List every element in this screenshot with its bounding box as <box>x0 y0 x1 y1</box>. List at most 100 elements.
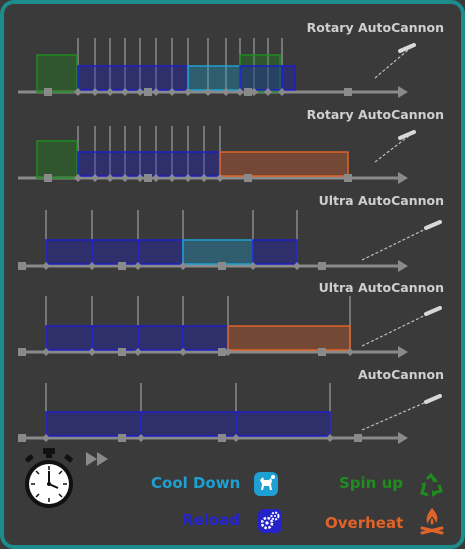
row-5-shot-diamond <box>137 434 145 442</box>
row-2-axis-square <box>144 174 152 182</box>
row-1-axis-square <box>244 88 252 96</box>
recycle-icon <box>420 473 443 497</box>
row-3-axis-square <box>218 262 226 270</box>
fast-forward-icon <box>86 452 108 466</box>
row-3-axis-arrow <box>398 260 408 272</box>
row-4-reload-segment <box>45 325 93 351</box>
row-1-reload-segment <box>77 65 189 91</box>
row-3-shot-diamond <box>134 262 142 270</box>
row-3-shot-diamond <box>88 262 96 270</box>
reload-icon <box>258 509 282 533</box>
row-1-shot-diamond <box>106 88 114 96</box>
row-2-reload-segment <box>77 151 221 177</box>
row-2-spinup-segment <box>36 140 78 179</box>
row-5-reload-segment <box>140 411 237 437</box>
row-3-axis-square <box>18 262 26 270</box>
row-1-shot-diamond <box>91 88 99 96</box>
row-1-axis-square <box>144 88 152 96</box>
row-1-shot-diamond <box>74 88 82 96</box>
legend-reload-label: Reload <box>182 511 241 529</box>
row-3-reload-segment <box>45 239 93 265</box>
row-2-axis-square <box>244 174 252 182</box>
row-1-shot-diamond <box>222 88 230 96</box>
row-4-shot-diamond <box>224 348 232 356</box>
row-5-axis-square <box>218 434 226 442</box>
row-5-axis-square <box>118 434 126 442</box>
row-1-reload-segment <box>281 65 296 91</box>
row-4-axis-arrow <box>398 346 408 358</box>
row-5-shot-diamond <box>326 434 334 442</box>
row-3-shot-diamond <box>42 262 50 270</box>
row-1-shot-diamond <box>152 88 160 96</box>
row-4-reload-segment <box>182 325 229 351</box>
row-1-axis-square <box>344 88 352 96</box>
row-5-axis-arrow <box>398 432 408 444</box>
row-4-axis-square <box>18 348 26 356</box>
row-2-cannon-icon <box>398 130 416 140</box>
row-2-shot-diamond <box>152 174 160 182</box>
row-4-axis-square <box>318 348 326 356</box>
row-3-reload-segment <box>91 239 139 265</box>
stopwatch-icon <box>25 448 73 508</box>
row-1-shot-diamond <box>121 88 129 96</box>
row-3-cannon-icon <box>424 220 442 230</box>
row-5-axis-square <box>354 434 362 442</box>
campfire-icon <box>420 508 444 535</box>
row-1-shot-diamond <box>136 88 144 96</box>
row-2-shot-diamond <box>106 174 114 182</box>
row-4-reload-segment <box>137 325 184 351</box>
row-1-cannon-barrel <box>374 44 415 79</box>
row-1-cooldown-segment <box>187 65 241 91</box>
row-2-shot-diamond <box>184 174 192 182</box>
row-5-reload-segment <box>45 411 142 437</box>
row-4-shot-diamond <box>88 348 96 356</box>
row-4-reload-segment <box>91 325 139 351</box>
row-5-shot-diamond <box>232 434 240 442</box>
row-3-shot-diamond <box>293 262 301 270</box>
row-2-shot-diamond <box>121 174 129 182</box>
row-5-shot-diamond <box>42 434 50 442</box>
cooldown-icon <box>254 472 278 496</box>
row-1-shot-diamond <box>264 88 272 96</box>
row-5-cannon-icon <box>424 394 442 404</box>
row-1-axis-arrow <box>398 86 408 98</box>
row-2-shot-diamond <box>91 174 99 182</box>
row-1-cannon-icon <box>398 43 416 53</box>
row-2-axis-arrow <box>398 172 408 184</box>
row-2-axis-square <box>344 174 352 182</box>
row-2-shot-diamond <box>200 174 208 182</box>
row-title-2: Rotary AutoCannon <box>307 107 444 122</box>
row-title-3: Ultra AutoCannon <box>319 193 444 208</box>
row-5-reload-segment <box>235 411 331 437</box>
row-3-shot-diamond <box>249 262 257 270</box>
row-4-shot-diamond <box>346 348 354 356</box>
legend-cooldown-label: Cool Down <box>151 474 241 492</box>
row-4-axis-square <box>118 348 126 356</box>
row-4-cannon-icon <box>424 306 442 316</box>
row-1-shot-diamond <box>250 88 258 96</box>
row-3-axis-square <box>118 262 126 270</box>
row-title-5: AutoCannon <box>358 367 444 382</box>
row-4-shot-diamond <box>134 348 142 356</box>
row-1-shot-diamond <box>184 88 192 96</box>
row-3-cooldown-segment <box>182 239 254 265</box>
legend-spinup-label: Spin up <box>339 474 403 492</box>
row-1-spinup-segment <box>36 54 78 93</box>
row-2-shot-diamond <box>168 174 176 182</box>
row-1-axis-square <box>44 88 52 96</box>
row-3-axis-square <box>318 262 326 270</box>
row-3-reload-segment <box>137 239 184 265</box>
row-1-shot-diamond <box>278 88 286 96</box>
row-3-reload-segment <box>252 239 298 265</box>
row-2-shot-diamond <box>74 174 82 182</box>
row-1-spinup-segment <box>239 54 281 93</box>
row-4-overheat-segment <box>227 325 351 351</box>
row-2-cannon-barrel <box>374 131 415 163</box>
row-4-axis-square <box>218 348 226 356</box>
row-2-axis-square <box>44 174 52 182</box>
row-1-shot-diamond <box>236 88 244 96</box>
row-5-axis-square <box>18 434 26 442</box>
row-4-shot-diamond <box>42 348 50 356</box>
